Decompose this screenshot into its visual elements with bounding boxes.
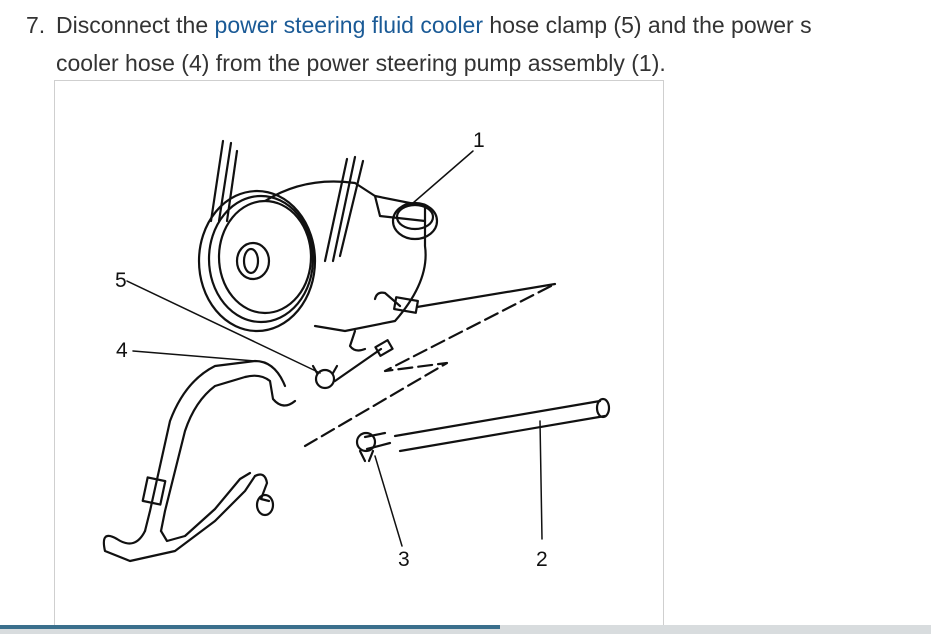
power-steering-fluid-cooler-link[interactable]: power steering fluid cooler xyxy=(214,12,484,38)
step-line-1: 7. Disconnect the power steering fluid co… xyxy=(26,6,931,44)
drive-belt xyxy=(209,139,365,263)
bottom-scroll-divider xyxy=(0,625,931,634)
break-line xyxy=(303,284,553,448)
hose-clamp-5 xyxy=(311,339,394,390)
illustration-svg: 1 5 4 3 2 xyxy=(102,129,611,571)
cooler-hose-2 xyxy=(355,397,611,463)
callout-2: 2 xyxy=(536,548,548,571)
step-line-2: cooler hose (4) from the power steering … xyxy=(56,50,666,76)
step-text-start: Disconnect the xyxy=(56,12,215,38)
pump-hose-illustration: 1 5 4 3 2 xyxy=(54,80,664,626)
step-text-end: hose clamp (5) and the power s xyxy=(483,12,812,38)
callout-3: 3 xyxy=(398,548,410,571)
callout-1: 1 xyxy=(473,129,485,152)
step-number: 7. xyxy=(26,12,46,38)
pulley xyxy=(197,189,317,333)
pump-fitting xyxy=(373,282,557,314)
cooler-hose-4 xyxy=(102,359,297,563)
callout-5: 5 xyxy=(115,269,127,292)
callout-4: 4 xyxy=(116,339,128,362)
leader-lines xyxy=(126,150,543,547)
bottom-accent-line xyxy=(0,625,500,629)
pump-body xyxy=(263,180,439,352)
step-instruction: 7. Disconnect the power steering fluid co… xyxy=(26,6,931,82)
